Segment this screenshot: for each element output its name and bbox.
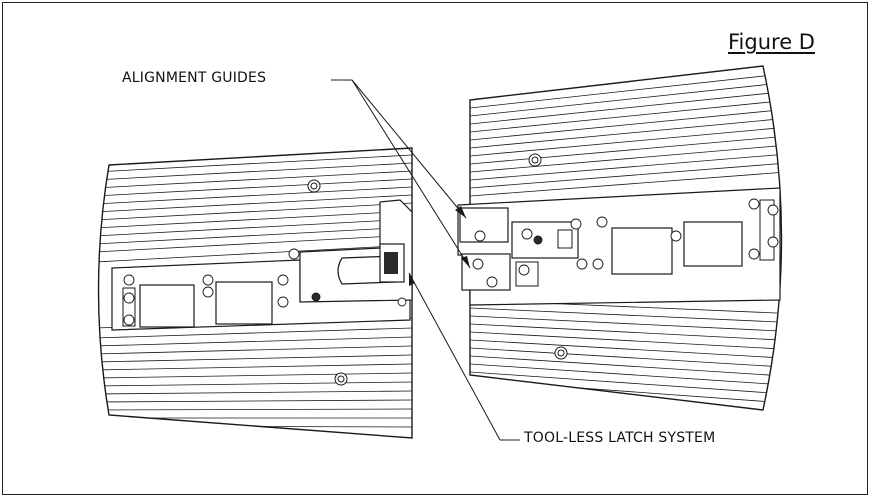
- arrowhead-icon: [455, 206, 466, 218]
- left-mount-holes: [307, 179, 348, 386]
- leader-lines: [331, 79, 520, 441]
- left-driver-box-1: [139, 284, 195, 328]
- arrowhead-icon: [409, 273, 415, 286]
- alignment-guides-label: ALIGNMENT GUIDES: [122, 70, 267, 86]
- leader-arrowheads: [409, 206, 470, 286]
- left-fixture: [97, 147, 413, 439]
- right-mount-holes: [528, 153, 568, 360]
- latch-leader: [408, 272, 501, 441]
- right-fixture-fins: [470, 71, 782, 405]
- latch-pawl: [384, 252, 398, 274]
- right-fixture: [457, 65, 783, 411]
- alignment-guide-lower: [461, 253, 511, 291]
- left-driver-box-2: [215, 281, 273, 325]
- guides-leader-lower: [351, 79, 471, 269]
- left-screws: [123, 248, 407, 326]
- figure-title: Figure D: [728, 30, 815, 54]
- right-driver-box-1: [611, 227, 673, 275]
- right-driver-box-2: [683, 221, 743, 267]
- latch-catch-slot: [557, 229, 573, 249]
- tool-less-latch-label: TOOL-LESS LATCH SYSTEM: [524, 430, 716, 446]
- left-fixture-fins: [98, 154, 412, 428]
- guides-leader-upper: [351, 79, 467, 219]
- arrowhead-icon: [461, 256, 470, 268]
- right-screws: [472, 198, 779, 288]
